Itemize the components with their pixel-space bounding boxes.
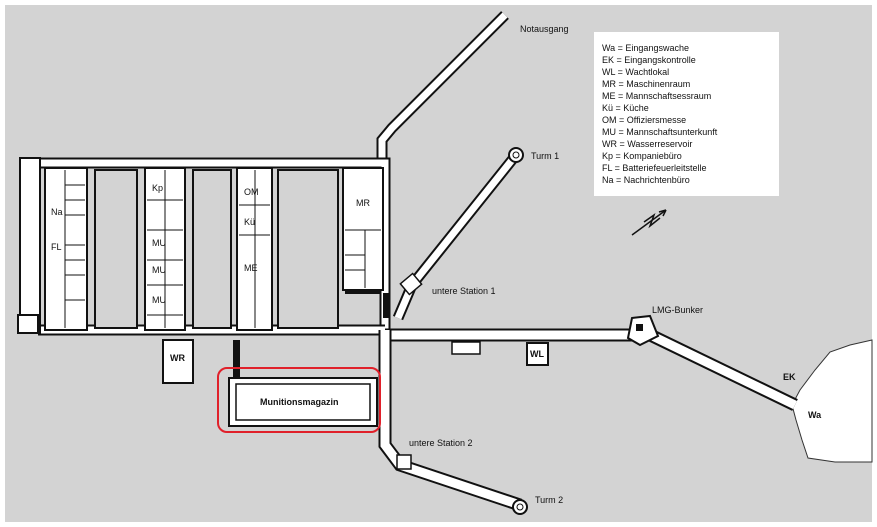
label-mr: MR <box>356 198 370 208</box>
label-wa: Wa <box>808 410 822 420</box>
legend-item: WL = Wachtlokal <box>602 67 670 77</box>
legend-item: Na = Nachrichtenbüro <box>602 175 690 185</box>
label-na: Na <box>51 207 63 217</box>
legend-item: Wa = Eingangswache <box>602 43 689 53</box>
west-wing <box>19 157 41 334</box>
label-mu-2: MU <box>152 265 166 275</box>
highlight-frame <box>217 367 381 433</box>
label-notausgang: Notausgang <box>520 24 569 34</box>
label-wl: WL <box>530 349 544 359</box>
label-kp: Kp <box>152 183 163 193</box>
legend-item: FL = Batteriefeuerleitstelle <box>602 163 707 173</box>
label-mu-3: MU <box>152 295 166 305</box>
legend-item: MR = Maschinenraum <box>602 79 691 89</box>
legend-item: WR = Wasserreservoir <box>602 139 693 149</box>
label-om: OM <box>244 187 259 197</box>
exterior-area <box>791 339 873 463</box>
label-fl: FL <box>51 242 62 252</box>
north-arrow-icon <box>631 209 667 236</box>
legend-item: MU = Mannschaftsunterkunft <box>602 127 718 137</box>
label-untere-station-2: untere Station 2 <box>409 438 473 448</box>
legend-item: Kp = Kompaniebüro <box>602 151 682 161</box>
station2-box <box>396 454 412 470</box>
label-ku: Kü <box>244 217 255 227</box>
label-turm2: Turm 2 <box>535 495 563 505</box>
legend-item: EK = Eingangskontrolle <box>602 55 696 65</box>
label-wr: WR <box>170 353 185 363</box>
label-ek: EK <box>783 372 796 382</box>
block-na-fl <box>44 167 88 331</box>
tower1-marker <box>508 147 524 163</box>
station1-box <box>399 272 423 296</box>
label-mu-1: MU <box>152 238 166 248</box>
legend-item: OM = Offiziersmesse <box>602 115 687 125</box>
room-wr <box>162 339 194 384</box>
label-lmg-bunker: LMG-Bunker <box>652 305 703 315</box>
room-wl <box>526 342 549 366</box>
label-turm1: Turm 1 <box>531 151 559 161</box>
label-me: ME <box>244 263 258 273</box>
tower2-marker <box>512 499 528 515</box>
legend-panel: Wa = Eingangswache EK = Eingangskontroll… <box>594 32 779 196</box>
legend-item: Kü = Küche <box>602 103 649 113</box>
block-mr <box>342 167 384 291</box>
legend-item: ME = Mannschaftsessraum <box>602 91 712 101</box>
label-untere-station-1: untere Station 1 <box>432 286 496 296</box>
label-munitionsmagazin: Munitionsmagazin <box>260 397 339 407</box>
